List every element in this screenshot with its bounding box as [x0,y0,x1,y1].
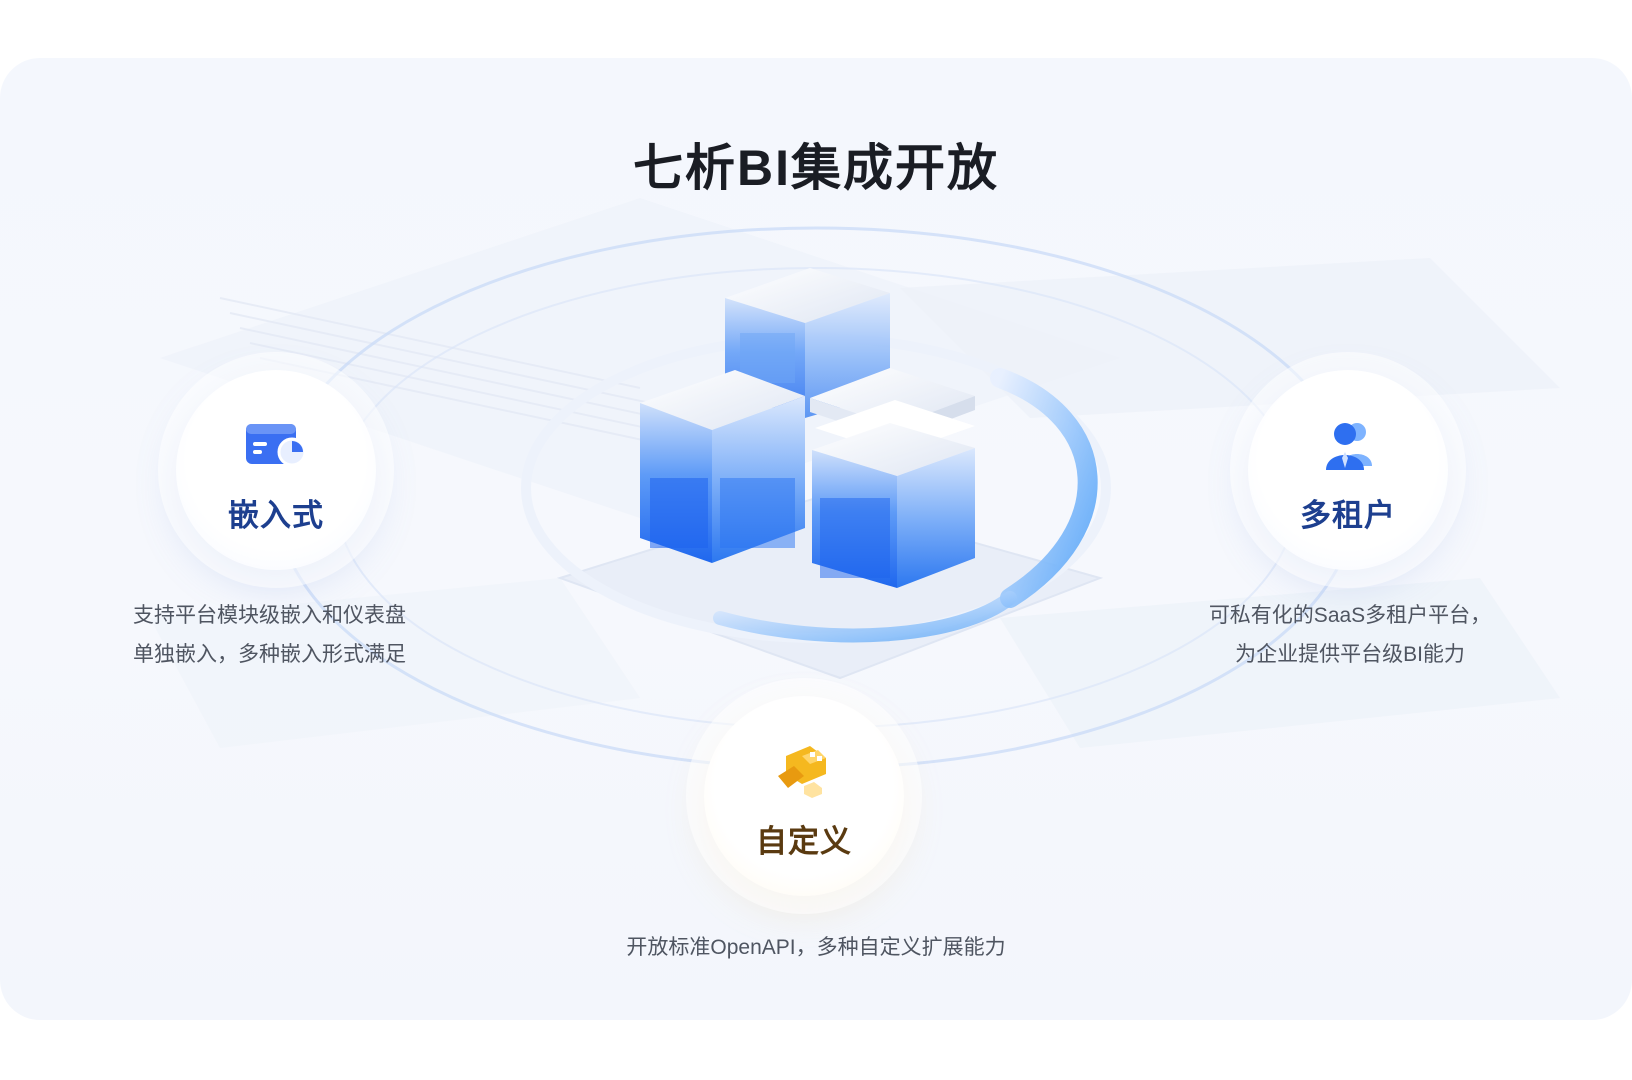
isometric-illustration [150,198,1560,770]
feature-custom-desc-line1: 开放标准OpenAPI，多种自定义扩展能力 [626,936,1006,959]
feature-custom-description: 开放标准OpenAPI，多种自定义扩展能力 [0,928,1632,967]
feature-custom-title: 自定义 [756,824,852,859]
feature-tenant-desc-line1: 可私有化的SaaS多租户平台， [1208,604,1492,627]
feature-custom[interactable]: 自定义 [704,696,904,896]
feature-embed[interactable]: 嵌入式 [176,370,376,570]
feature-tenant-title: 多租户 [1300,498,1396,533]
feature-tenant-desc-line2: 为企业提供平台级BI能力 [1235,643,1465,666]
feature-embed-desc-line1: 支持平台模块级嵌入和仪表盘 [133,604,406,627]
feature-embed-title: 嵌入式 [228,498,324,533]
feature-embed-desc-line2: 单独嵌入，多种嵌入形式满足 [133,643,406,666]
feature-embed-description: 支持平台模块级嵌入和仪表盘 单独嵌入，多种嵌入形式满足 [133,596,406,674]
users-icon [1326,423,1372,470]
puzzle-extension-icon [778,746,826,798]
page-title: 七析BI集成开放 [633,140,999,196]
feature-tenant-description: 可私有化的SaaS多租户平台， 为企业提供平台级BI能力 [1200,596,1500,674]
integration-card: 七析BI集成开放 嵌入式 支持平台模块级嵌入和仪表盘 单独嵌入，多种嵌入形式满足… [0,58,1632,1020]
embed-dashboard-icon [246,424,307,467]
feature-tenant[interactable]: 多租户 [1248,370,1448,570]
